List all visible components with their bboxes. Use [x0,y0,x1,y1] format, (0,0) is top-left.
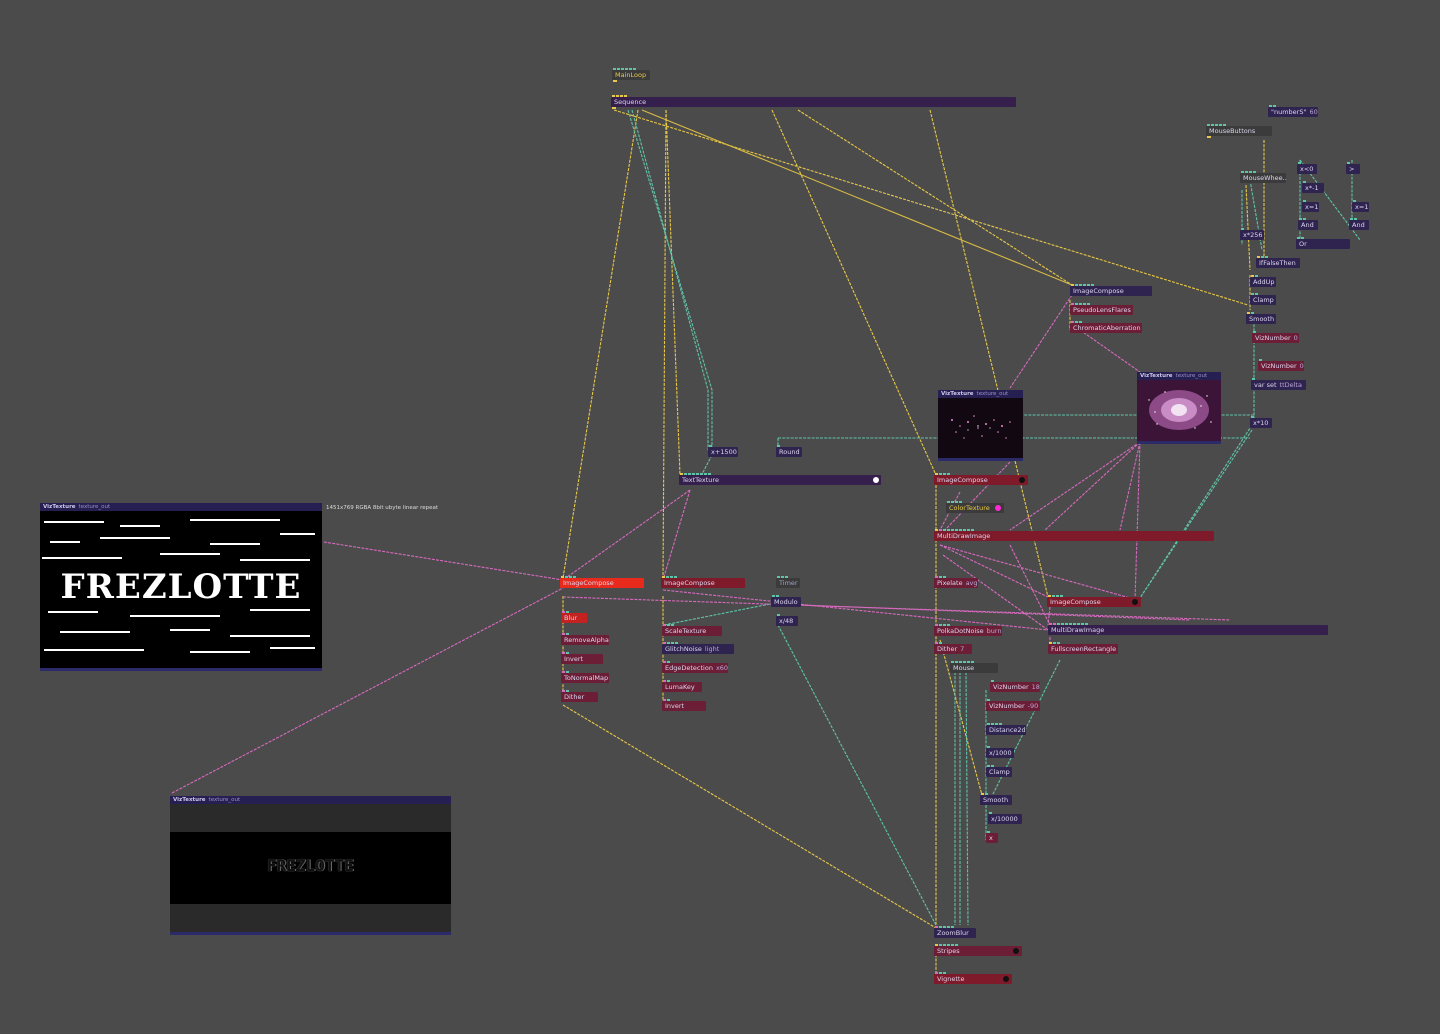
and-op-a[interactable]: And [1298,218,1318,230]
imagecompose-right-op[interactable]: ImageCompose [1047,595,1141,607]
mainloop-op[interactable]: MainLoop [612,68,650,82]
vignette-op[interactable]: Vignette [934,972,1012,984]
glitch-text: FREZLOTTE [267,856,354,875]
sequence-op[interactable]: Sequence [611,95,1016,109]
x-mul-256-op[interactable]: x*256 [1240,228,1264,240]
texture-preview: FREZLOTTE [170,804,451,932]
frezlotte-text: FREZLOTTE [60,567,302,607]
x-plus-1500-op[interactable]: x+1500 [708,445,738,457]
multidrawimage-op-b[interactable]: MultiDrawImage [1048,623,1328,635]
blur-op[interactable]: Blur [561,611,587,623]
tonormalmap-op[interactable]: ToNormalMap [561,671,609,683]
removealpha-op[interactable]: RemoveAlpha [561,633,609,645]
x-div-10000-op[interactable]: x/10000 [988,812,1022,824]
stripes-op[interactable]: Stripes [934,944,1022,956]
and-op-b[interactable]: And [1349,218,1369,230]
scaletexture-op[interactable]: ScaleTexture [662,624,722,636]
x-div-1000-op[interactable]: x/1000 [986,746,1014,758]
invert-op-a[interactable]: Invert [561,652,603,664]
viznumber-op-d[interactable]: VizNumber-90 [986,699,1040,711]
dither-op-a[interactable]: Dither [561,690,598,702]
texture-preview [1137,380,1221,441]
distance2d-op[interactable]: Distance2d [986,723,1026,735]
texture-info: 1451x769 RGBA 8bit ubyte linear repeat [326,505,439,511]
smooth-op-a[interactable]: Smooth [1246,312,1276,324]
x-eq-1-op-a[interactable]: x=1 [1302,200,1319,212]
clamp-op-b[interactable]: Clamp [986,765,1012,777]
or-op[interactable]: Or [1296,237,1350,249]
x-op[interactable]: x [986,831,998,843]
imagecompose-top-op[interactable]: ImageCompose [1070,284,1152,296]
multidrawimage-op-a[interactable]: MultiDrawImage [934,529,1214,541]
mouse-op[interactable]: Mouse [950,661,998,673]
texture-preview [938,398,1023,458]
invert-op-b[interactable]: Invert [662,699,706,711]
number-op[interactable]: "numberS"60 [1268,105,1318,117]
imagecompose-mid-op[interactable]: ImageCompose [934,473,1028,485]
x-eq-1-op-b[interactable]: x=1 [1352,200,1369,212]
particles-preview [1148,390,1212,430]
fullscreenrectangle-op[interactable]: FullscreenRectangle [1048,642,1118,654]
x-lt-0-op[interactable]: x<0 [1297,162,1317,174]
mousewheel-op[interactable]: MouseWhee.. [1240,171,1287,183]
timer-op[interactable]: Timer [776,576,800,588]
chromaticaberration-op[interactable]: ChromaticAberration [1070,321,1142,333]
x-mul-neg1-op[interactable]: x*-1 [1302,181,1324,193]
sparkle-preview [951,415,1011,439]
lumakey-op[interactable]: LumaKey [662,680,702,692]
texture-preview: FREZLOTTE [40,511,322,668]
imagecompose-c-op[interactable]: ImageCompose [661,576,745,588]
round-op[interactable]: Round [776,445,802,457]
modulo-op[interactable]: Modulo [771,595,801,607]
colortexture-op[interactable]: ColorTexture [946,501,1004,513]
gt-op[interactable]: > [1346,162,1360,174]
imagecompose-left-op[interactable]: ImageCompose [560,576,644,588]
mousebuttons-op[interactable]: MouseButtons [1206,124,1272,138]
iffalsethen-op[interactable]: IfFalseThen [1256,256,1300,268]
smooth-op-b[interactable]: Smooth [980,793,1012,805]
clamp-op-a[interactable]: Clamp [1250,293,1276,305]
pseudolensflares-op[interactable]: PseudoLensFlares [1070,303,1133,315]
x-mul-10-op[interactable]: x*10 [1250,416,1272,428]
x-div-48-op[interactable]: x/48 [776,614,798,626]
zoomblur-op[interactable]: ZoomBlur [934,926,976,938]
addup-op[interactable]: AddUp [1250,275,1276,287]
texttexture-op[interactable]: TextTexture [679,473,881,485]
